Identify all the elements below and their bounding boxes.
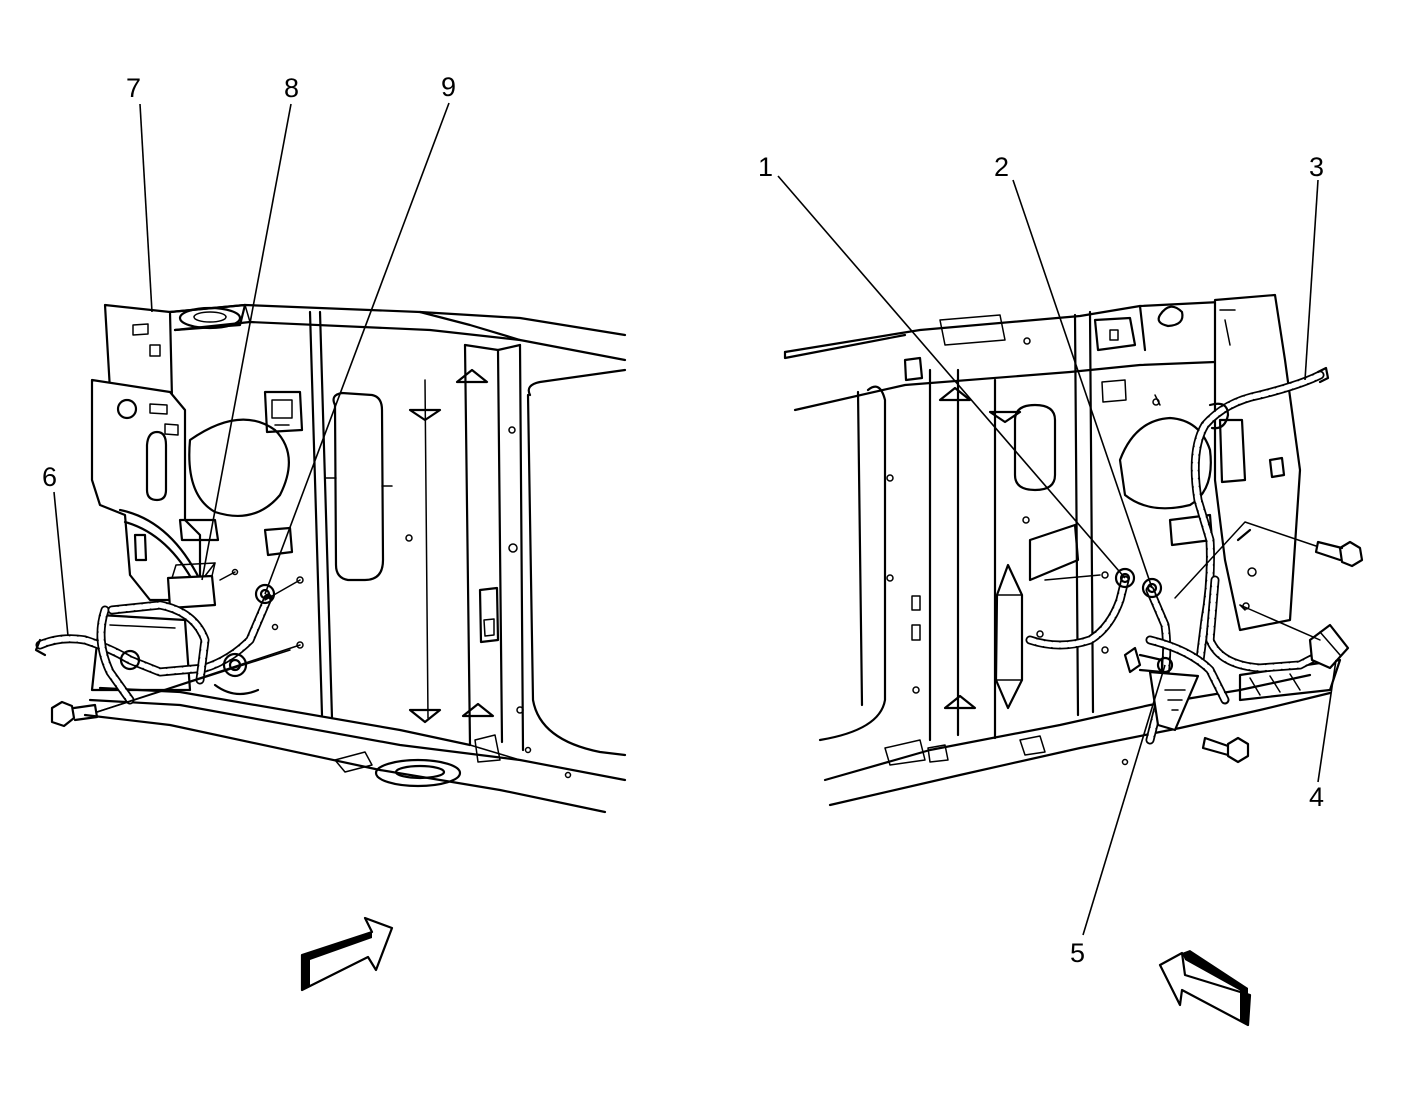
callout-7: 7	[126, 73, 141, 103]
callout-5: 5	[1070, 938, 1085, 968]
callout-3: 3	[1309, 152, 1324, 182]
right-radiator-support-view	[777, 175, 1364, 1027]
callout-2: 2	[994, 152, 1009, 182]
callout-8: 8	[284, 73, 299, 103]
view-direction-arrow-left	[1158, 950, 1252, 1027]
left-radiator-support-view	[34, 102, 627, 992]
callout-9: 9	[441, 72, 456, 102]
callout-1: 1	[758, 152, 773, 182]
callout-4: 4	[1309, 782, 1324, 812]
callout-6: 6	[42, 462, 57, 492]
view-direction-arrow-right	[300, 916, 394, 992]
